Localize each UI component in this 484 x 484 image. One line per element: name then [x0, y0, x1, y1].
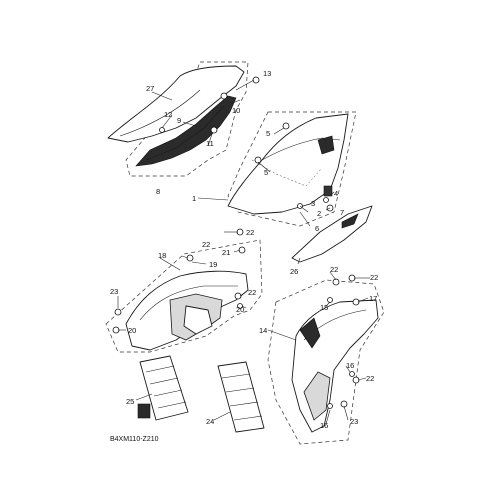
callout-24: 24: [206, 417, 214, 426]
grommet-2: [317, 135, 335, 155]
radiator-guard-25: [137, 355, 189, 421]
callout-27: 27: [146, 84, 154, 93]
decal-26: [291, 205, 373, 263]
bolt-11: [210, 126, 218, 134]
cover-27-edge: [119, 89, 201, 137]
callout-22-lower: 22: [366, 374, 374, 383]
callout-22-left: 22: [202, 240, 210, 249]
callout-17: 17: [369, 294, 377, 303]
group-14-shroud: [267, 274, 385, 445]
collar-15: [327, 297, 333, 303]
seat-side-cover-27: [107, 65, 245, 143]
callout-14: 14: [259, 326, 267, 335]
damper-4: [323, 185, 333, 197]
label-plate: [137, 403, 151, 419]
group-14-boundary: [267, 279, 385, 445]
callout-11: 11: [206, 139, 214, 148]
bolt-22c: [234, 292, 242, 300]
group-1-side-cover: [227, 111, 357, 227]
callout-23-right: 23: [350, 417, 358, 426]
callout-7: 7: [340, 208, 344, 217]
bracket-9: [135, 95, 237, 167]
guard-25-louvers: [145, 365, 187, 409]
callout-12: 12: [164, 110, 172, 119]
group-18-boundary: [105, 239, 263, 353]
group-18-shroud: [105, 228, 263, 353]
leader-13-line: [235, 79, 255, 91]
nut-17: [352, 298, 360, 306]
shroud-14: [291, 299, 379, 433]
group-1-boundary: [227, 111, 357, 227]
callout-1: 1: [192, 194, 196, 203]
callout-6: 6: [315, 224, 319, 233]
callout-19: 19: [209, 260, 217, 269]
callout-16-lower: 16: [320, 421, 328, 430]
decal-26-mark: [341, 213, 359, 229]
collar-21: [238, 246, 246, 254]
bolt-22a: [186, 254, 194, 262]
shroud-18-edge: [139, 285, 238, 321]
bolt-22d: [332, 278, 340, 286]
callout-26: 26: [290, 267, 298, 276]
collar-12: [159, 127, 165, 133]
callout-22-mid: 22: [248, 288, 256, 297]
callout-5-upper: 5: [266, 129, 270, 138]
callout-18: 18: [158, 251, 166, 260]
cover-1-crease: [261, 137, 341, 161]
callout-5-lower: 5: [264, 168, 268, 177]
callout-25: 25: [126, 397, 134, 406]
callout-23-left: 23: [110, 287, 118, 296]
callout-22-right-b: 22: [370, 273, 378, 282]
radiator-guard-right: [217, 361, 265, 433]
shroud-14-lower: [303, 371, 331, 421]
callout-20-right: 20: [236, 305, 244, 314]
callout-8: 8: [156, 187, 160, 196]
collar-16b: [327, 403, 333, 409]
callout-22-right-a: 22: [330, 265, 338, 274]
callout-9: 9: [177, 116, 181, 125]
leader-lines: [117, 91, 370, 425]
callout-10: 10: [232, 106, 240, 115]
callouts: 27 13 10 12 9 11 8 5 5 1 4 3 2 7 6 26 22…: [110, 69, 378, 430]
callout-21: 21: [222, 248, 230, 257]
callout-3: 3: [311, 199, 315, 208]
bolt-13: [252, 76, 260, 84]
collar-16a: [349, 371, 355, 377]
reference-code: B4XM110-Z210: [110, 436, 159, 443]
guard-24-louvers: [221, 373, 263, 421]
callout-13: 13: [263, 69, 271, 78]
screw-5b: [254, 156, 262, 164]
bolt-10: [220, 92, 228, 100]
callout-15: 15: [320, 303, 328, 312]
group-8-boundary: [125, 61, 249, 177]
callout-2: 2: [317, 209, 321, 218]
decal-26-group: [291, 205, 373, 263]
shroud-14-graphic: [299, 317, 321, 349]
callout-22-top: 22: [246, 228, 254, 237]
callout-4: 4: [334, 189, 338, 198]
callout-16-upper: 16: [346, 361, 354, 370]
side-cover-1: [227, 113, 349, 215]
bracket-9-highlight: [145, 105, 225, 161]
bracket-19: [183, 305, 213, 335]
group-8-side-panel: [107, 61, 260, 177]
screw-5a: [282, 122, 290, 130]
radiator-guard-24: [217, 361, 265, 433]
callout-20-left: 20: [128, 326, 136, 335]
bolt-23a: [114, 308, 122, 316]
collar-3: [323, 197, 329, 203]
